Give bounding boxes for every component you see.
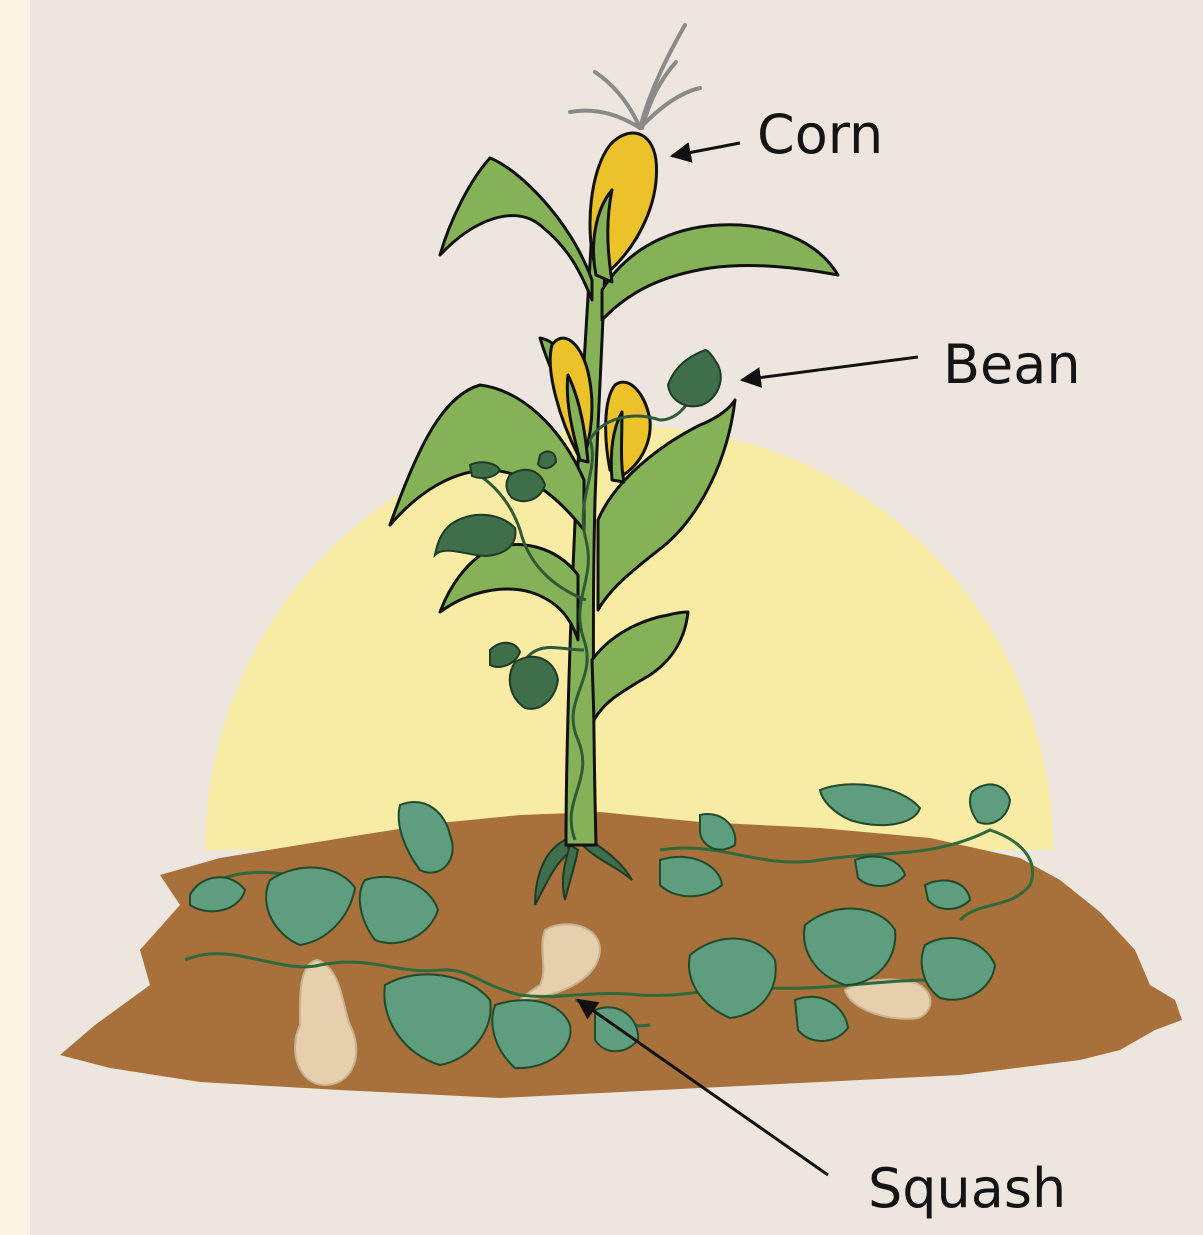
bean-leaf <box>470 462 500 478</box>
bean-leaf <box>538 451 556 468</box>
corn-label: Corn <box>757 108 883 162</box>
bean-label: Bean <box>943 338 1081 392</box>
squash-label: Squash <box>868 1162 1066 1216</box>
